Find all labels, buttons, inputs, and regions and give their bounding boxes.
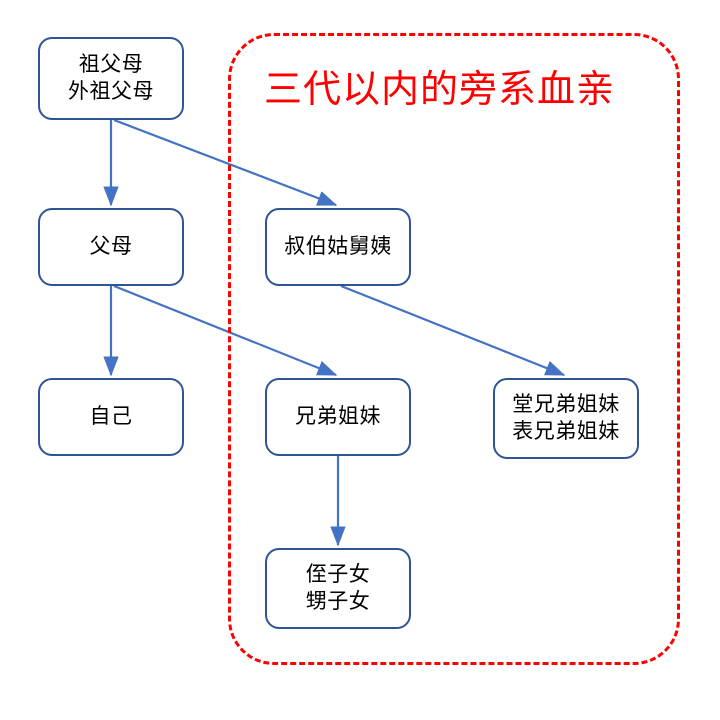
node-uncles-aunts[interactable]: 叔伯姑舅姨	[265, 208, 411, 286]
node-label-line: 父母	[89, 234, 133, 258]
node-self[interactable]: 自己	[38, 378, 184, 456]
node-nephews-nieces[interactable]: 侄子女甥子女	[265, 548, 411, 629]
collateral-relatives-group-title: 三代以内的旁系血亲	[264, 69, 616, 111]
node-label-line: 堂兄弟姐妹	[512, 392, 620, 416]
node-label-line: 自己	[89, 404, 133, 428]
node-label-line: 甥子女	[305, 589, 371, 613]
node-label-line: 表兄弟姐妹	[512, 419, 620, 443]
node-label-line: 兄弟姐妹	[295, 404, 381, 428]
node-grandparents[interactable]: 祖父母外祖父母	[38, 37, 184, 120]
node-label-line: 祖父母	[78, 52, 144, 76]
node-siblings[interactable]: 兄弟姐妹	[265, 378, 411, 456]
node-cousins[interactable]: 堂兄弟姐妹表兄弟姐妹	[493, 378, 639, 459]
node-label-line: 叔伯姑舅姨	[284, 234, 392, 258]
node-label-line: 外祖父母	[68, 79, 154, 103]
node-parents[interactable]: 父母	[38, 208, 184, 286]
node-label-line: 侄子女	[305, 562, 371, 586]
